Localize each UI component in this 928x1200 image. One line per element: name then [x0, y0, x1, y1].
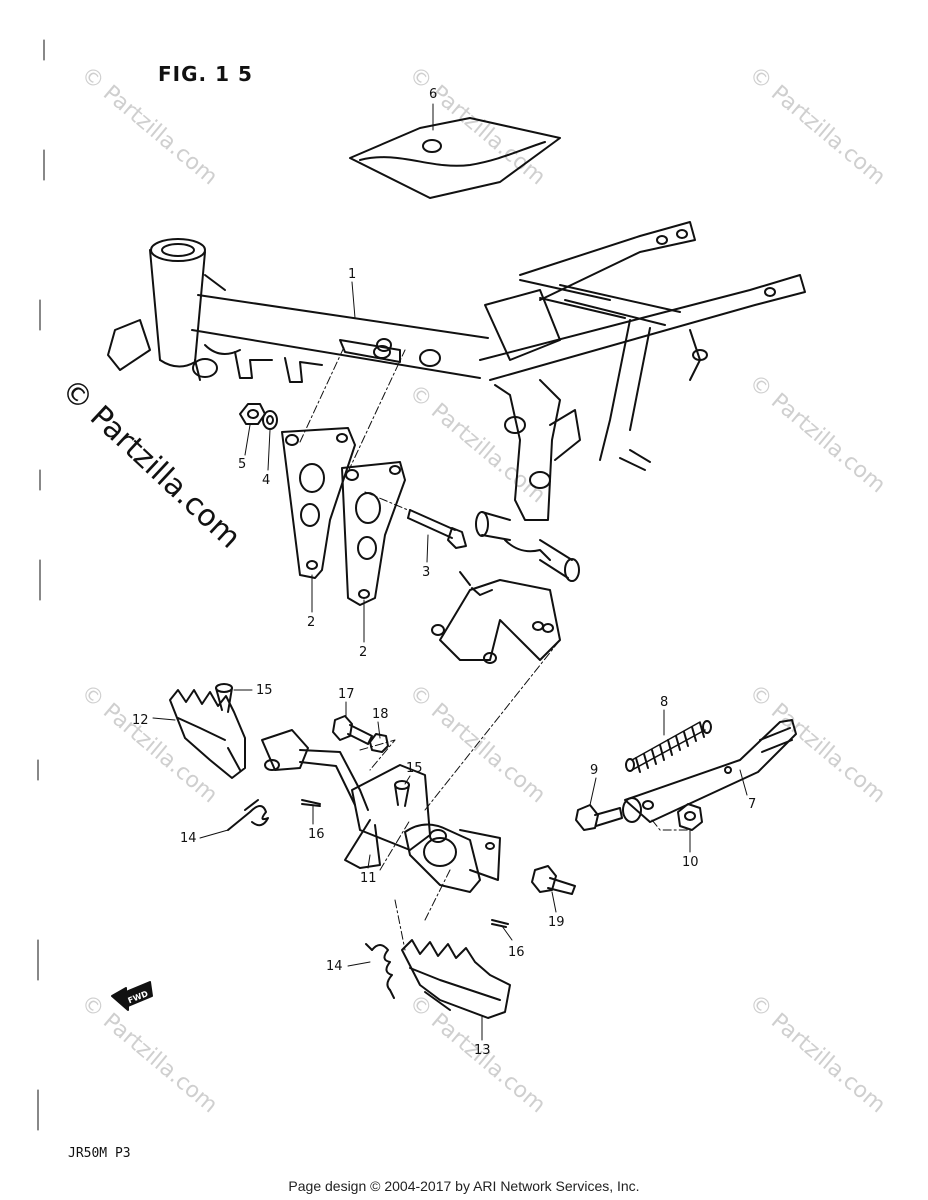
engine-plate-part-2-right	[341, 461, 406, 606]
pin-part-15-lower	[394, 780, 410, 807]
callout-labels: 1 2 2 3 4 5 6 7 8 9 10 11 12 13 14 14 15…	[132, 87, 756, 1058]
callout-7: 7	[748, 797, 756, 812]
callout-6: 6	[429, 87, 437, 102]
callout-8: 8	[660, 695, 668, 710]
callout-16: 16	[308, 827, 325, 842]
cotter-pin-part-16-lower	[491, 919, 509, 928]
callout-1: 1	[348, 267, 356, 282]
callout-9: 9	[590, 763, 598, 778]
footrest-bar-part-11	[261, 729, 501, 893]
forward-arrow-icon	[111, 981, 153, 1011]
leader-lines	[152, 103, 748, 1041]
side-stand-part-7	[622, 719, 797, 823]
callout-18: 18	[372, 707, 389, 722]
footpeg-part-12	[169, 689, 246, 779]
callout-19: 19	[548, 915, 565, 930]
engine-plate-part-2-left	[281, 427, 356, 579]
bolt-part-19	[531, 865, 576, 895]
callout-11: 11	[360, 871, 377, 886]
washer-part-4	[262, 410, 278, 430]
nut-part-5	[239, 403, 266, 425]
margin-marks	[37, 39, 45, 1131]
nut-part-18	[369, 733, 389, 753]
cotter-pin-part-16-upper	[301, 799, 321, 807]
spring-part-8	[625, 720, 712, 773]
spring-part-14-upper	[227, 799, 269, 831]
frame-part-1	[107, 221, 806, 664]
model-code: JR50M P3	[68, 1146, 131, 1161]
bolt-part-9	[575, 804, 623, 831]
callout-17: 17	[338, 687, 355, 702]
grease-pack-part-6	[349, 117, 561, 199]
bolt-part-3	[407, 509, 467, 549]
spring-part-14-lower	[365, 943, 395, 999]
page-footer: Page design © 2004-2017 by ARI Network S…	[288, 1178, 640, 1194]
callout-15: 15	[256, 683, 273, 698]
callout-2: 2	[359, 645, 367, 660]
callout-5: 5	[238, 457, 246, 472]
callout-12: 12	[132, 713, 149, 728]
callout-15: 15	[406, 761, 423, 776]
callout-16: 16	[508, 945, 525, 960]
callout-13: 13	[474, 1043, 491, 1058]
callout-10: 10	[682, 855, 699, 870]
callout-4: 4	[262, 473, 270, 488]
callout-14: 14	[180, 831, 197, 846]
bolt-part-17	[332, 715, 373, 745]
callout-2: 2	[307, 615, 315, 630]
figure-title: FIG. 1 5	[158, 62, 253, 86]
callout-14: 14	[326, 959, 343, 974]
nut-part-10	[677, 803, 703, 831]
callout-3: 3	[422, 565, 430, 580]
pin-part-15-upper	[215, 683, 233, 713]
footpeg-part-13	[401, 939, 511, 1019]
